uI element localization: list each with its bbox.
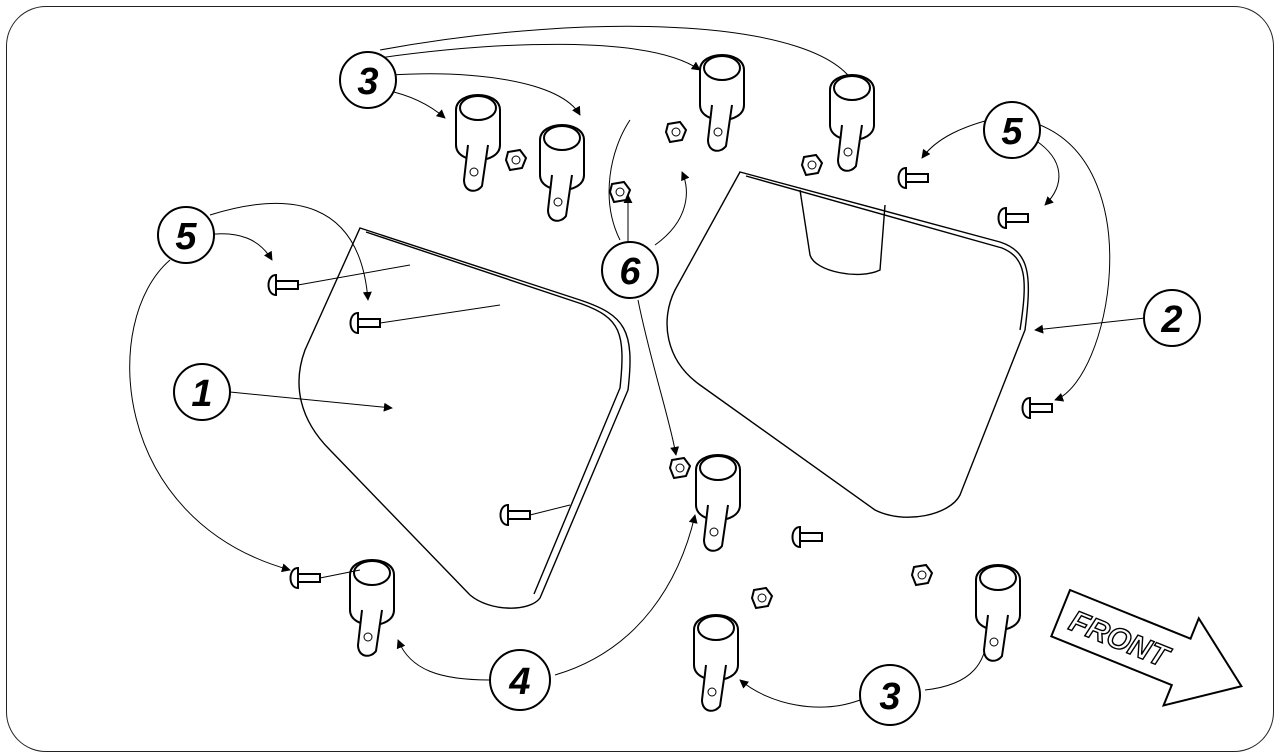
- callout-5-left: 5: [157, 206, 215, 264]
- panel-2: [666, 171, 1030, 518]
- callout-3-bottom-label: 3: [879, 676, 900, 718]
- callout-5-left-label: 5: [175, 216, 197, 258]
- callout-3-top-label: 3: [357, 61, 378, 103]
- callout-6-label: 6: [619, 251, 641, 293]
- callout-2-label: 2: [1160, 299, 1182, 341]
- callout-1-label: 1: [191, 373, 212, 415]
- panel-1: [298, 227, 631, 609]
- callout-4: 4: [489, 649, 551, 711]
- callout-6: 6: [601, 241, 659, 299]
- callout-1: 1: [173, 363, 231, 421]
- callout-5-right: 5: [983, 101, 1041, 159]
- callout-4-label: 4: [508, 661, 530, 703]
- callout-3-bottom: 3: [859, 664, 921, 726]
- callout-5-right-label: 5: [1001, 111, 1023, 153]
- callout-3-top: 3: [339, 51, 397, 109]
- clamps: [349, 54, 1021, 712]
- screws: [267, 167, 1053, 589]
- front-arrow: FRONT: [1049, 588, 1244, 707]
- leader-lines: [129, 25, 1146, 708]
- callout-2: 2: [1143, 289, 1201, 347]
